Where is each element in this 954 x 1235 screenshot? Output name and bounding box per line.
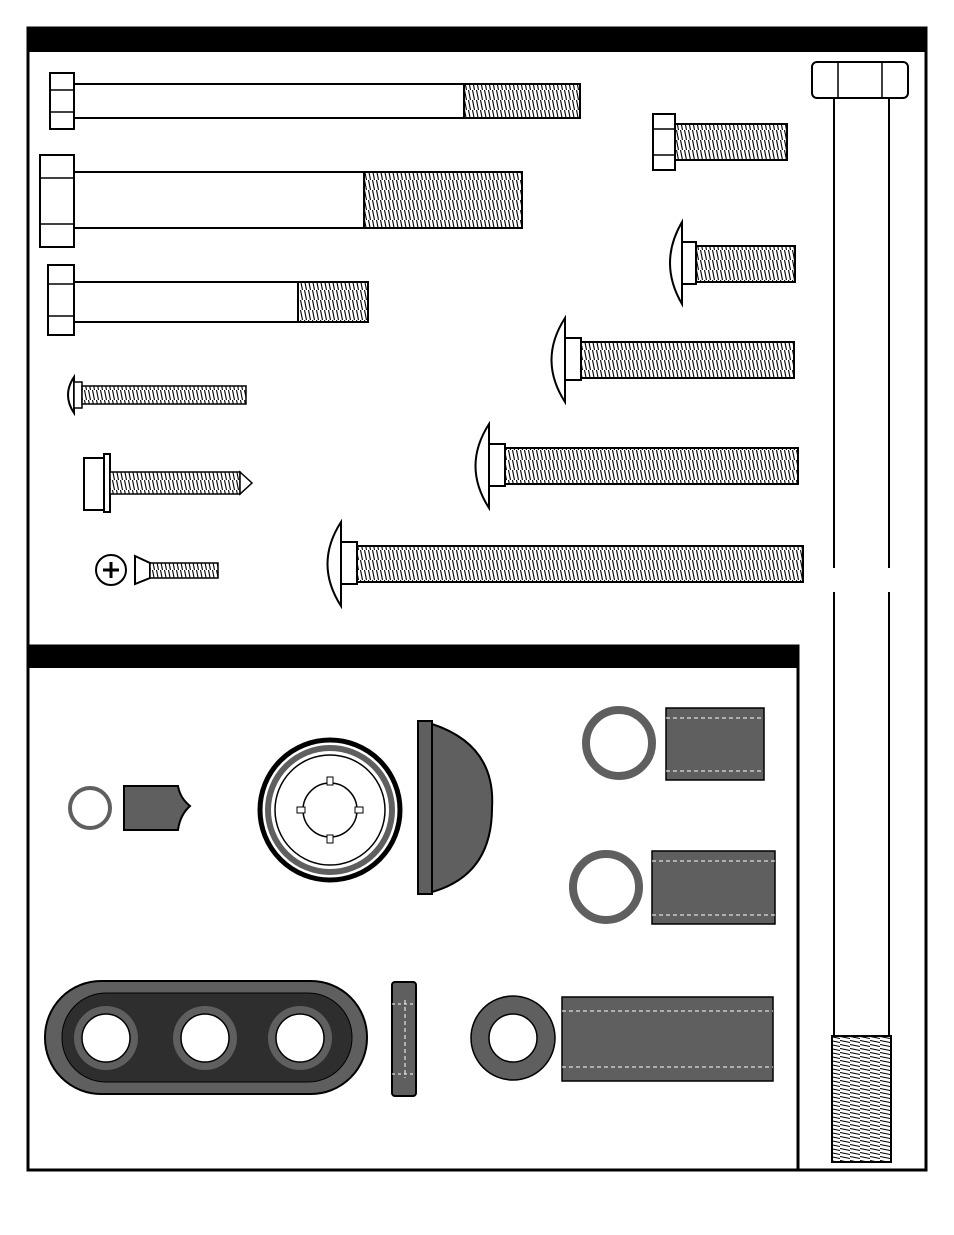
spacer-large (471, 996, 773, 1081)
bushing-icon (260, 740, 400, 880)
bracket-side-icon (392, 982, 416, 1096)
spacer-icon (573, 851, 775, 924)
triple-hole-bracket (45, 981, 367, 1094)
swing-hanger-bushing (260, 740, 400, 880)
spacer-small (586, 708, 764, 780)
spacer-icon (586, 708, 764, 780)
plastic-parts-header-bar (28, 646, 798, 668)
bracket-icon (45, 981, 367, 1094)
bracket-side (392, 982, 416, 1096)
spacer-medium (573, 851, 775, 924)
phillips-screw-icon (96, 555, 126, 585)
small-cap (70, 786, 190, 830)
cap-icon (70, 786, 190, 830)
spacer-icon (471, 996, 773, 1081)
hardware-header-bar (28, 28, 926, 52)
